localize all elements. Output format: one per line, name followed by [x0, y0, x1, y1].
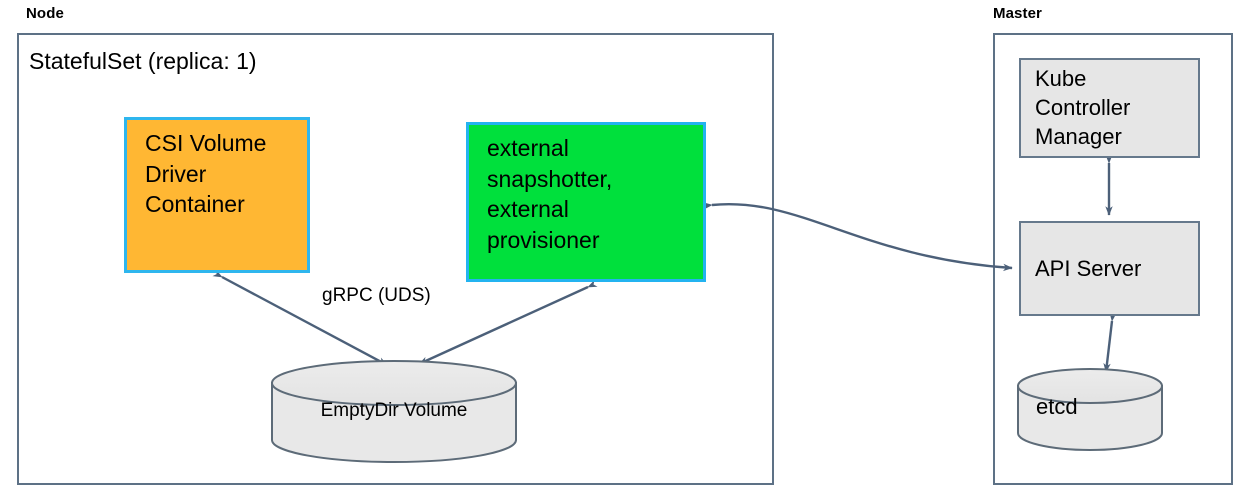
- csi-volume-driver-container-node[interactable]: CSI Volume Driver Container: [124, 117, 310, 273]
- csi-driver-line-3: Container: [145, 191, 245, 218]
- kcm-line-2: Controller: [1035, 95, 1131, 121]
- api-server-node[interactable]: API Server: [1019, 221, 1200, 316]
- sidecars-line-2: snapshotter,: [487, 165, 613, 192]
- statefulset-title: StatefulSet (replica: 1): [29, 48, 257, 74]
- sidecars-line-1: external: [487, 135, 569, 161]
- csi-driver-line-2: Driver: [145, 160, 207, 187]
- external-sidecars-node[interactable]: external snapshotter, external provision…: [466, 122, 706, 282]
- master-group-label: Master: [993, 5, 1042, 22]
- kcm-line-3: Manager: [1035, 124, 1122, 150]
- sidecars-line-3: external: [487, 196, 569, 223]
- kcm-line-1: Kube: [1035, 66, 1087, 91]
- kube-controller-manager-node[interactable]: Kube Controller Manager: [1019, 58, 1200, 158]
- csi-driver-line-1: CSI Volume: [145, 130, 267, 156]
- node-group-label: Node: [26, 5, 64, 22]
- api-server-label: API Server: [1035, 255, 1142, 281]
- grpc-uds-edge-label: gRPC (UDS): [322, 285, 431, 306]
- sidecars-line-4: provisioner: [487, 226, 600, 253]
